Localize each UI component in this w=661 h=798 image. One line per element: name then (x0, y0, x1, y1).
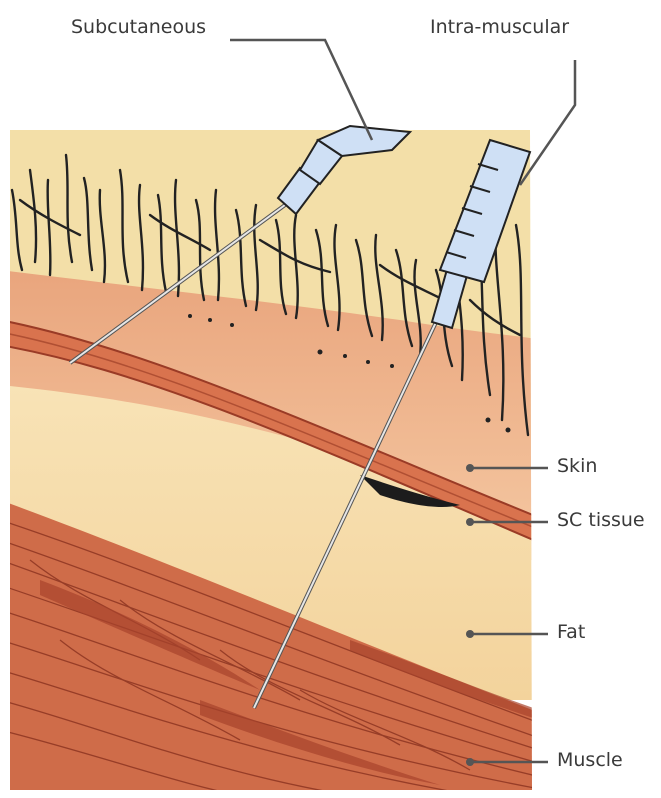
label-subcutaneous: Subcutaneous (71, 16, 206, 38)
label-muscle: Muscle (557, 749, 623, 771)
label-intramuscular: Intra-muscular (430, 16, 569, 38)
label-skin: Skin (557, 455, 597, 477)
label-fat: Fat (557, 621, 585, 643)
label-sc-tissue: SC tissue (557, 509, 645, 531)
